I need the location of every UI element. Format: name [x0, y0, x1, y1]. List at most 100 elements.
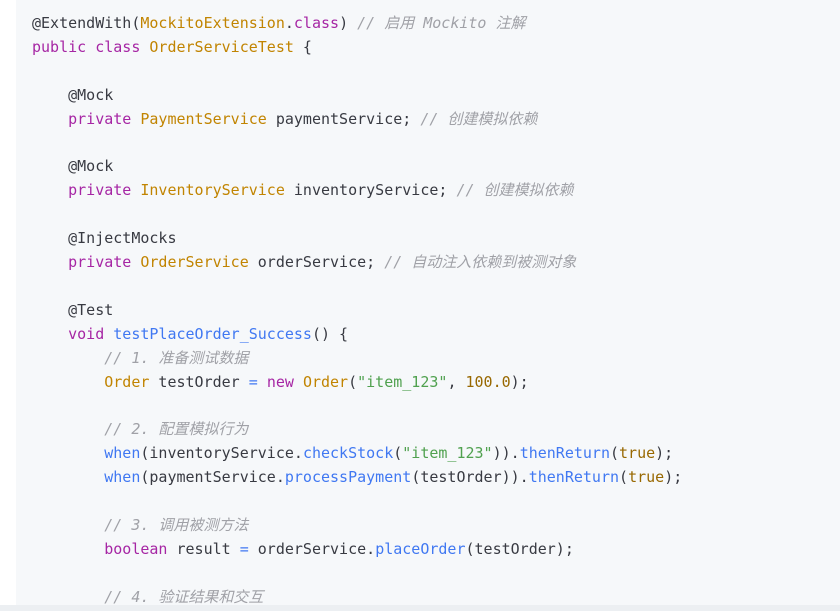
code-token: Order [302, 372, 349, 391]
code-line: private InventoryService inventoryServic… [32, 178, 574, 202]
code-token: ) [339, 14, 358, 32]
code-token: ); [510, 372, 529, 391]
code-token: when [104, 468, 141, 487]
code-line: private PaymentService paymentService; /… [32, 107, 537, 131]
code-token [258, 373, 267, 391]
code-token: orderService. [248, 539, 376, 558]
code-token: OrderService [140, 253, 249, 271]
code-token: class [293, 14, 340, 32]
code-token: when [104, 444, 141, 463]
code-token [86, 38, 95, 56]
code-indent [32, 181, 68, 199]
code-token: ); [664, 468, 683, 487]
code-token: MockitoExtension [140, 14, 285, 32]
code-token: @Mock [68, 85, 114, 104]
code-line: when(paymentService.processPayment(testO… [32, 465, 682, 489]
code-line: Order testOrder = new Order("item_123", … [32, 370, 529, 394]
code-token: . [284, 14, 294, 32]
code-line: boolean result = orderService.placeOrder… [32, 537, 574, 561]
code-token: checkStock [302, 444, 394, 463]
code-line: when(inventoryService.checkStock("item_1… [32, 441, 673, 465]
code-token: orderService; [248, 253, 385, 271]
code-token: Order [104, 372, 150, 391]
code-token: PaymentService [140, 109, 267, 128]
code-token: @Mock [68, 157, 114, 176]
code-token: void [68, 324, 105, 343]
code-token: testPlaceOrder_Success [113, 324, 312, 343]
code-indent [32, 373, 104, 391]
code-token: // 启用 Mockito 注解 [357, 14, 526, 32]
code-indent [32, 110, 68, 128]
code-token: true [619, 444, 656, 463]
code-token: ( [619, 468, 629, 487]
code-token: inventoryService; [284, 181, 457, 200]
code-block: @ExtendWith(MockitoExtension.class) // 启… [16, 0, 840, 605]
code-indent [32, 349, 104, 367]
code-token: class [95, 37, 141, 56]
code-token: = [239, 539, 249, 558]
code-indent [32, 588, 104, 605]
code-token: "item_123" [357, 372, 448, 391]
code-token: (testOrder)). [411, 468, 529, 487]
code-token: ( [348, 372, 358, 391]
code-token: (testOrder); [465, 539, 574, 558]
code-token: // 3. 调用被测方法 [104, 515, 249, 534]
code-line: private OrderService orderService; // 自动… [32, 250, 576, 274]
code-indent [32, 229, 68, 247]
code-token: @InjectMocks [68, 229, 177, 248]
code-token [294, 373, 303, 391]
horizontal-scrollbar[interactable] [0, 605, 840, 611]
code-token: // 自动注入依赖到被测对象 [384, 253, 577, 271]
code-line: void testPlaceOrder_Success() { [32, 322, 348, 346]
code-token: // 1. 准备测试数据 [104, 348, 249, 367]
code-token: private [68, 181, 132, 200]
code-token: ); [655, 444, 674, 463]
code-indent [32, 157, 68, 175]
code-token: ( [610, 444, 620, 463]
code-line: public class OrderServiceTest { [32, 35, 312, 59]
code-token: boolean [104, 539, 168, 558]
code-token: )). [492, 444, 520, 463]
code-token: = [248, 372, 258, 391]
code-token: // 创建模拟依赖 [456, 181, 574, 200]
code-token: (inventoryService. [140, 444, 303, 463]
code-line: // 4. 验证结果和交互 [32, 585, 263, 605]
code-token: paymentService; [266, 109, 421, 128]
code-token [104, 325, 113, 343]
code-token: private [68, 109, 132, 128]
code-indent [32, 420, 104, 438]
code-line: // 2. 配置模拟行为 [32, 417, 248, 441]
code-token: InventoryService [140, 181, 285, 200]
code-indent [32, 444, 104, 462]
code-indent [32, 86, 68, 104]
code-line: @Mock [32, 83, 113, 107]
code-line: // 1. 准备测试数据 [32, 346, 248, 370]
code-token: result [167, 539, 240, 558]
code-line: @Test [32, 298, 113, 322]
code-line: @ExtendWith(MockitoExtension.class) // 启… [32, 11, 526, 35]
code-line: @InjectMocks [32, 226, 177, 250]
code-token: placeOrder [375, 539, 466, 558]
code-token: thenReturn [528, 468, 620, 487]
code-line: @Mock [32, 154, 113, 178]
code-token: // 2. 配置模拟行为 [104, 420, 249, 439]
code-token: new [266, 372, 294, 391]
code-token: public [32, 37, 87, 56]
code-token: // 4. 验证结果和交互 [104, 587, 264, 605]
code-token: testOrder [149, 372, 249, 391]
code-indent [32, 253, 68, 271]
code-indent [32, 516, 104, 534]
code-token: "item_123" [402, 444, 493, 463]
code-indent [32, 325, 68, 343]
code-token: private [68, 253, 132, 271]
code-indent [32, 301, 68, 319]
code-token: ( [393, 444, 403, 463]
code-token: 100.0 [465, 372, 511, 391]
code-token: () { [311, 324, 349, 343]
code-token: OrderServiceTest [149, 37, 294, 56]
code-token: (paymentService. [140, 468, 285, 487]
code-token: @ExtendWith( [32, 14, 141, 32]
code-token: true [628, 468, 665, 487]
code-token: @Test [68, 300, 114, 319]
code-token: processPayment [284, 468, 412, 487]
